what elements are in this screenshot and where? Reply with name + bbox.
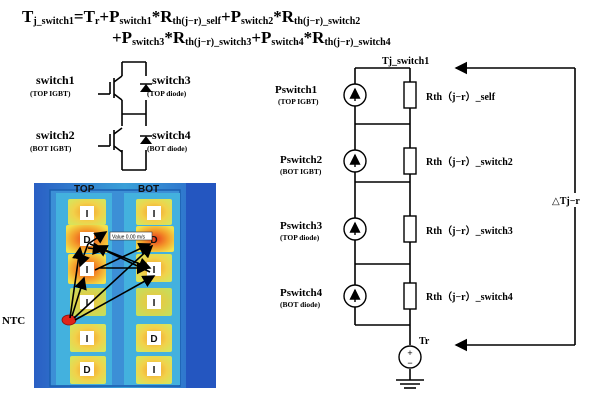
chip-letter-10: D — [150, 334, 157, 345]
bridge-wiring — [121, 61, 147, 171]
switch4-desc: (BOT diode) — [147, 144, 188, 153]
coupling-arrows — [69, 231, 156, 321]
chip-letter-3: I — [86, 265, 89, 276]
resistor-4-label: Rth（j−r）_switch4 — [426, 290, 513, 303]
node-bottom-label: Tr — [419, 336, 430, 347]
half-bridge-schematic: switch1 (TOP IGBT) switch3 (TOP diode) s… — [30, 61, 191, 171]
resistor-1 — [403, 81, 417, 109]
branch-4: Pswitch4 (BOT diode) Rth（j−r）_switch4 — [280, 282, 513, 310]
switch3-desc: (TOP diode) — [147, 89, 187, 98]
source-4-desc: (BOT diode) — [280, 300, 321, 309]
tr-plus-icon: + — [407, 348, 412, 358]
switch1-desc: (TOP IGBT) — [30, 89, 71, 98]
source-2-desc: (BOT IGBT) — [280, 167, 322, 176]
probe-tooltip — [109, 231, 153, 241]
switch2-desc: (BOT IGBT) — [30, 144, 72, 153]
chip-letter-11: D — [83, 365, 90, 376]
source-1-desc: (TOP IGBT) — [278, 97, 319, 106]
chip-letter-9: I — [86, 334, 89, 345]
ntc-label: NTC — [2, 315, 25, 327]
branch-3: Pswitch3 (TOP diode) Rth（j−r）_switch3 — [280, 215, 513, 243]
top-column-label: TOP — [74, 184, 95, 195]
bot-column-label: BOT — [138, 184, 159, 195]
tr-source-symbol — [398, 345, 422, 369]
branch-1: Pswitch1 (TOP IGBT) Rth（j−r）_self — [275, 81, 496, 109]
source-3-desc: (TOP diode) — [280, 233, 320, 242]
switch4-label: switch4 — [152, 128, 191, 142]
tr-minus-icon: − — [407, 358, 412, 368]
resistor-2-label: Rth（j−r）_switch2 — [426, 155, 513, 168]
chip-letter-markers — [80, 206, 161, 376]
chip-letter-1: I — [86, 209, 89, 220]
source-4-name: Pswitch4 — [280, 287, 323, 299]
source-2-name: Pswitch2 — [280, 154, 323, 166]
chip-letter-8: I — [153, 298, 156, 309]
switch1-label: switch1 — [36, 73, 75, 87]
resistor-3-label: Rth（j−r）_switch3 — [426, 224, 513, 237]
igbt-2-symbol — [98, 127, 123, 153]
node-top-label: Tj_switch1 — [382, 56, 429, 67]
chip-letter-7: I — [86, 298, 89, 309]
chip-letter-5: D — [150, 235, 157, 246]
resistor-3 — [403, 215, 417, 243]
switch3-label: switch3 — [152, 73, 191, 87]
diode-3-symbol — [140, 83, 152, 92]
source-3-name: Pswitch3 — [280, 220, 323, 232]
resistor-1-label: Rth（j−r）_self — [426, 90, 496, 103]
resistor-4 — [403, 282, 417, 310]
thermal-right-band — [186, 183, 216, 388]
probe-tooltip-text: Value 0.00 m/s — [112, 235, 145, 241]
equation-line-1: Tj_switch1=Tr+Pswitch1*Rth(j−r)_self+Psw… — [22, 7, 360, 27]
branch-2: Pswitch2 (BOT IGBT) Rth（j−r）_switch2 — [280, 147, 513, 176]
switch2-label: switch2 — [36, 128, 75, 142]
resistor-2 — [403, 147, 417, 175]
delta-label-bg — [548, 193, 598, 207]
thermal-image: TOP BOT I D I I D I — [2, 183, 216, 388]
source-1-name: Pswitch1 — [275, 84, 317, 96]
ntc-sensor — [61, 314, 77, 326]
equation: Tj_switch1=Tr+Pswitch1*Rth(j−r)_self+Psw… — [22, 7, 391, 48]
chip-letter-12: I — [153, 365, 156, 376]
chip-letter-2: D — [83, 235, 90, 246]
delta-tj-r-label: △Tj−r — [552, 196, 580, 207]
chip-letter-4: I — [153, 209, 156, 220]
igbt-1-symbol — [98, 75, 123, 101]
thermal-circuit: Tj_switch1 Tr △Tj−r + − — [275, 56, 598, 389]
diode-4-symbol — [140, 135, 152, 144]
equation-line-2: +Pswitch3*Rth(j−r)_switch3+Pswitch4*Rth(… — [112, 28, 391, 48]
chip-letter-6: I — [153, 265, 156, 276]
